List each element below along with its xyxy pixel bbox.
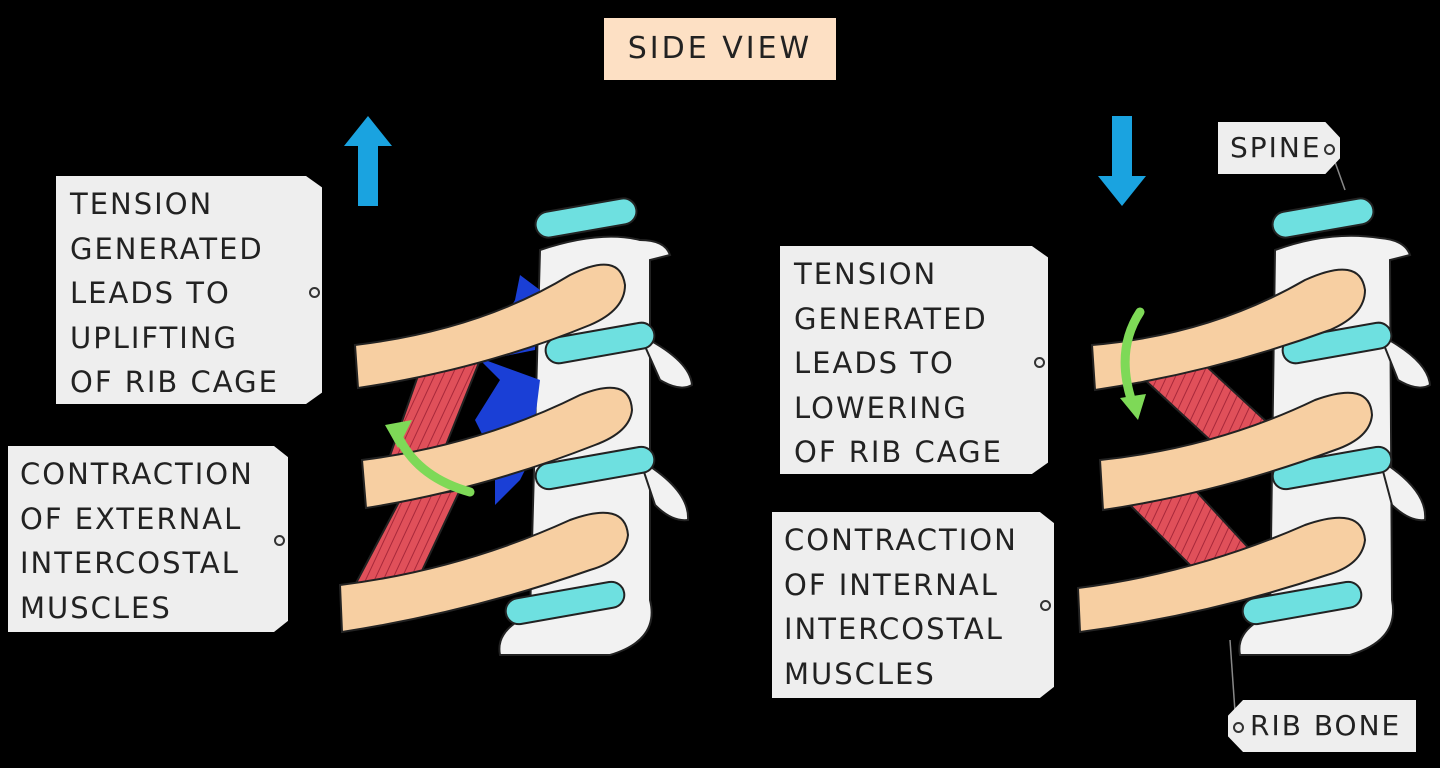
right-ribs [1076, 268, 1374, 634]
label-line: CONTRACTION [20, 457, 254, 491]
pin-icon [274, 535, 285, 546]
pin-icon [1034, 357, 1045, 368]
down-arrow-icon [1098, 116, 1146, 206]
label-line: UPLIFTING [70, 320, 239, 355]
diagram-title: SIDE VIEW [604, 18, 836, 80]
right-rotation-arrow [1120, 307, 1145, 407]
label-line: GENERATED [70, 231, 264, 266]
label-line: LEADS TO [70, 276, 231, 310]
pin-icon [309, 287, 320, 298]
left-discs [504, 197, 656, 626]
label-external-intercostals: CONTRACTION OF EXTERNAL INTERCOSTAL MUSC… [8, 446, 288, 632]
right-panel-art [1076, 116, 1432, 727]
left-rotation-arrow [395, 435, 475, 497]
label-lowering-rib-cage: TENSION GENERATED LEADS TO LOWERING OF R… [780, 246, 1048, 474]
label-uplifting-rib-cage: TENSION GENERATED LEADS TO UPLIFTING OF … [56, 176, 322, 404]
label-line: GENERATED [794, 301, 988, 336]
pin-icon [1324, 144, 1335, 155]
label-line: LEADS TO [794, 346, 955, 380]
label-line: INTERCOSTAL [20, 546, 240, 580]
left-panel-art [338, 116, 694, 656]
label-line: OF EXTERNAL [20, 501, 243, 536]
label-line: OF INTERNAL [784, 567, 999, 602]
label-line: TENSION [70, 187, 214, 221]
rib-bone-label: RIB BONE [1228, 700, 1416, 752]
right-rotation-arrowhead [1120, 394, 1146, 420]
label-line: LOWERING [794, 390, 968, 425]
label-line: INTERCOSTAL [784, 612, 1004, 646]
label-internal-intercostals: CONTRACTION OF INTERNAL INTERCOSTAL MUSC… [772, 512, 1054, 698]
label-line: MUSCLES [784, 656, 936, 691]
label-line: TENSION [794, 257, 938, 291]
label-line: OF RIB CAGE [70, 365, 279, 399]
right-discs [1241, 197, 1393, 626]
up-arrow-icon [344, 116, 392, 206]
pin-icon [1233, 722, 1244, 733]
spine-label: SPINE [1218, 122, 1340, 174]
label-line: MUSCLES [20, 590, 172, 625]
label-line: CONTRACTION [784, 523, 1018, 557]
label-line: OF RIB CAGE [794, 435, 1003, 469]
pin-icon [1040, 600, 1051, 611]
left-rotation-arrowhead [385, 420, 412, 448]
